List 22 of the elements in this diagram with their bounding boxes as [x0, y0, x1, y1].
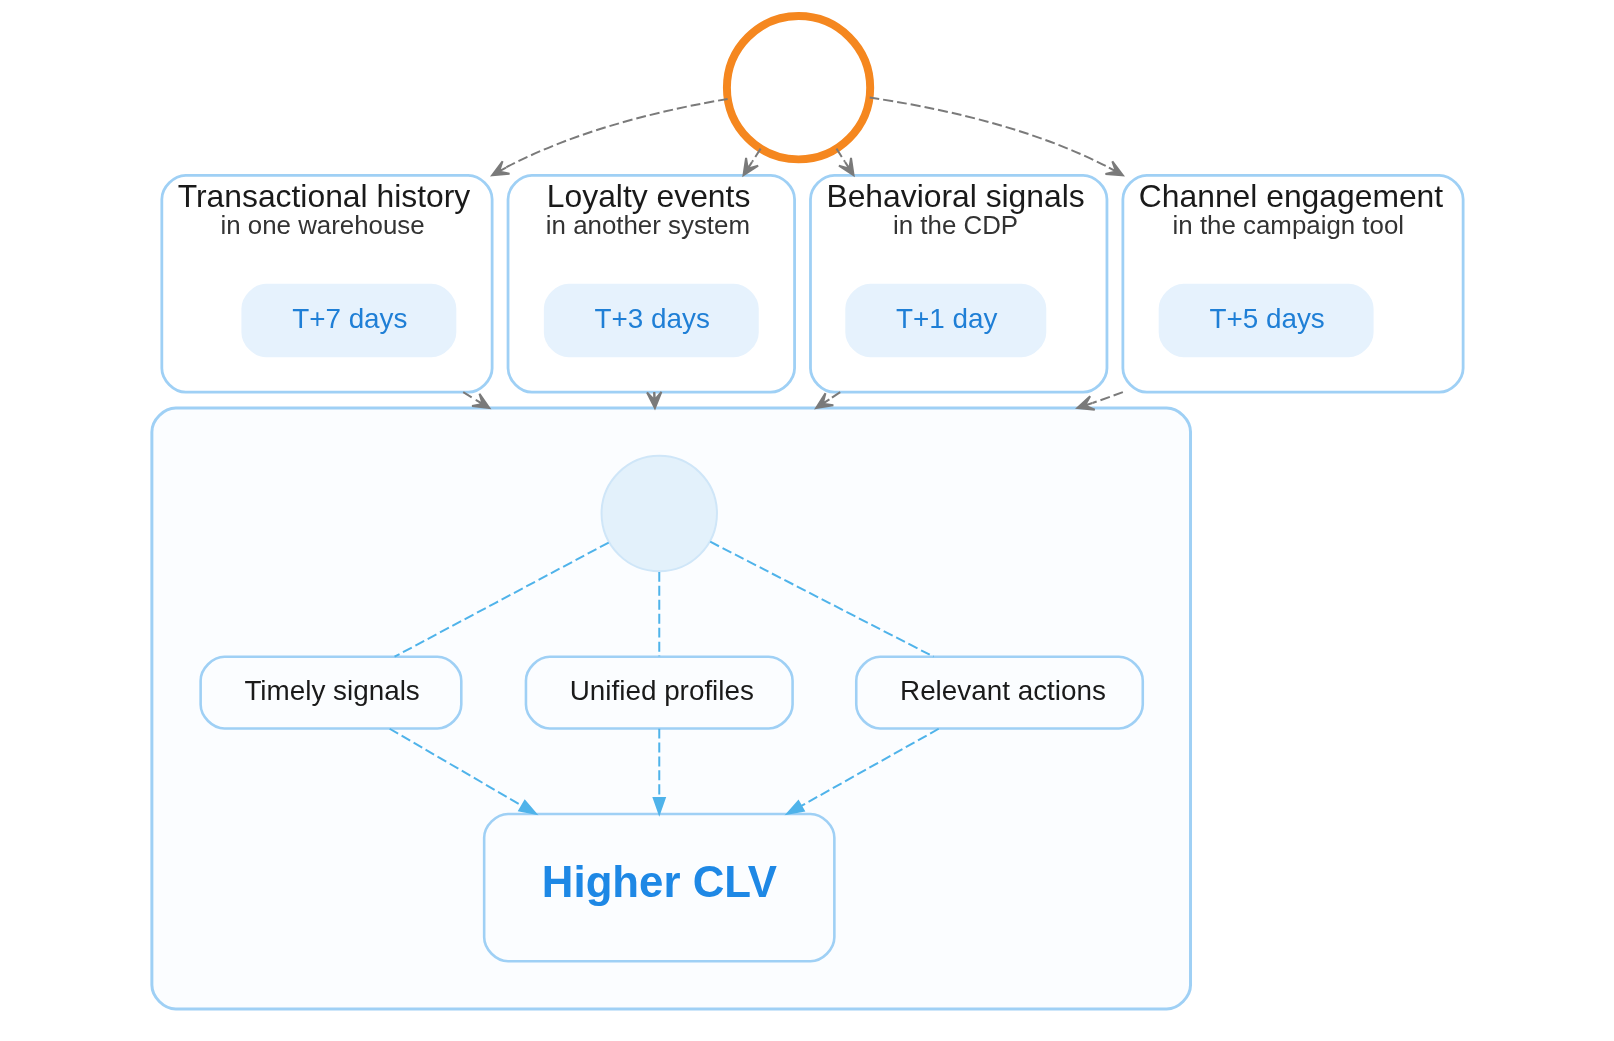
node-box: T+7 days: [240, 283, 456, 358]
connector: [708, 540, 935, 658]
cluster: [149, 406, 1192, 1011]
arrow: [388, 727, 538, 816]
node-box: T+3 days: [543, 283, 759, 358]
arrow: [814, 391, 841, 410]
arrow: [1075, 391, 1124, 411]
arrow: [742, 147, 762, 177]
arrow: [834, 147, 855, 177]
connector: [393, 541, 610, 658]
node-box: T+5 days: [1158, 283, 1374, 358]
arrow: [784, 727, 940, 816]
node-box: Timely signals: [198, 655, 463, 730]
arrow: [868, 96, 1124, 177]
node-box: T+1 day: [844, 283, 1046, 358]
arrow: [461, 391, 490, 410]
arrow: [651, 727, 666, 817]
node-box: Unified profiles: [524, 655, 794, 730]
node-box: Relevant actions: [854, 655, 1144, 730]
node-circle: [600, 454, 718, 573]
arrow: [490, 98, 729, 177]
node-box: Higher CLV: [482, 812, 836, 963]
